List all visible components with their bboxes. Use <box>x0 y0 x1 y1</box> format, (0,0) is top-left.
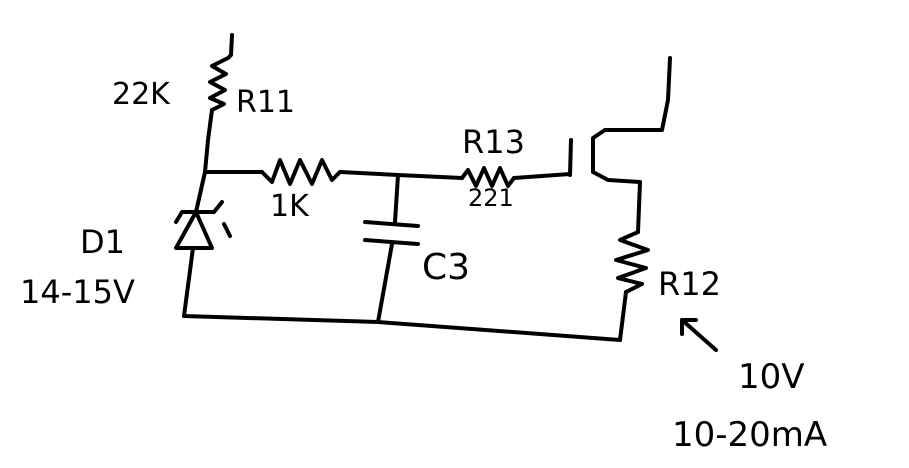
r13-value-label: 221 <box>468 184 514 212</box>
c3-name-label: C3 <box>422 247 471 288</box>
wire-r13-to-base <box>512 172 572 180</box>
d1-name-label: D1 <box>80 223 125 261</box>
d1-top-lead <box>194 170 207 214</box>
transistor-base-plate <box>568 138 573 177</box>
r12-resistor-symbol <box>614 230 650 294</box>
c3-top-lead <box>393 173 400 224</box>
r13-resistor-symbol <box>460 166 516 188</box>
note-voltage-label: 10V <box>738 357 805 397</box>
c3-bottom-lead <box>376 242 394 324</box>
c3-bottom-plate <box>363 238 420 246</box>
wire-c3-node-to-r13 <box>396 173 464 180</box>
d1-value-label: 14-15V <box>20 273 135 311</box>
wire-1k-to-c3-node <box>338 170 400 177</box>
d1-triangle <box>174 210 214 250</box>
c3-top-plate <box>363 220 420 228</box>
bottom-rail <box>182 314 622 342</box>
r12-bottom-wire <box>618 290 628 342</box>
r11-bottom-wire <box>203 108 214 174</box>
r11-value-label: 22K <box>112 77 170 112</box>
r12-pointer-arrow-head <box>680 318 698 336</box>
d1-bottom-lead <box>182 246 195 318</box>
r12-pointer-arrow-shaft <box>680 318 718 352</box>
transistor-emitter <box>591 170 642 234</box>
r13-name-label: R13 <box>462 123 525 161</box>
r11-resistor-symbol <box>208 56 230 112</box>
transistor-collector <box>591 56 672 174</box>
r11-top-wire <box>226 33 234 60</box>
d1-zener-tail <box>222 222 232 238</box>
r11-name-label: R11 <box>236 85 296 120</box>
r1k-resistor-symbol <box>260 158 342 186</box>
r12-name-label: R12 <box>658 265 721 303</box>
note-current-label: 10-20mA <box>672 415 828 455</box>
r1k-value-label: 1K <box>270 189 309 224</box>
